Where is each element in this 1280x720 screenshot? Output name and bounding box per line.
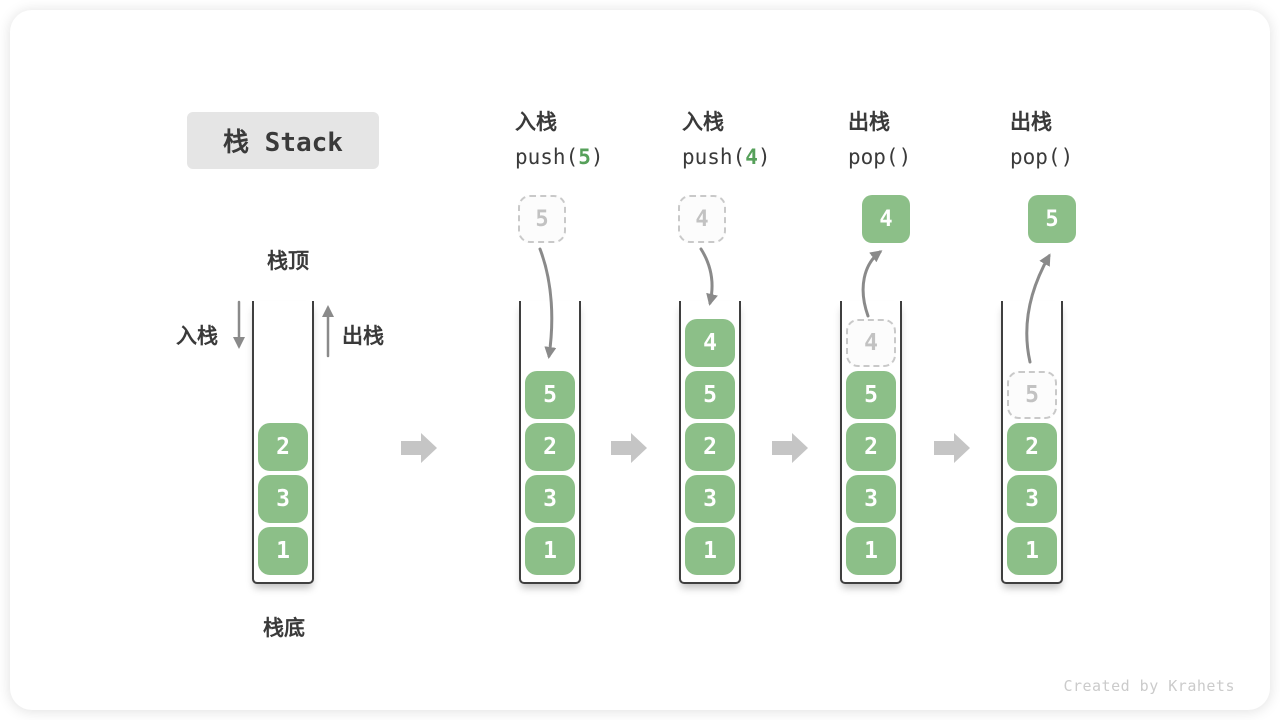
step-arrow-icon <box>934 433 970 463</box>
step-arrow-icon <box>772 433 808 463</box>
step-arrow-icon <box>401 433 437 463</box>
code-pre: push( <box>682 145 746 169</box>
step-arrow-icon <box>611 433 647 463</box>
stack-cell: 3 <box>1007 475 1057 523</box>
stack-cell: 4 <box>685 319 735 367</box>
popped-value-box-5: 5 <box>1028 195 1076 243</box>
value: 2 <box>864 434 878 460</box>
op-push-5-cn: 入栈 <box>515 110 557 134</box>
popped-value-box-4: 4 <box>862 195 910 243</box>
stack-cell: 2 <box>1007 423 1057 471</box>
op-pop-5-code: pop() <box>1010 145 1073 169</box>
value: 3 <box>276 486 290 512</box>
push-4-arrow-icon <box>699 247 718 306</box>
value: 1 <box>864 538 878 564</box>
value: 5 <box>864 382 878 408</box>
value: 2 <box>543 434 557 460</box>
op-pop-4: 出栈 pop() <box>848 106 911 169</box>
op-push-5-code: push(5) <box>515 145 604 169</box>
push-side-label: 入栈 <box>176 324 218 348</box>
value: 4 <box>703 330 717 356</box>
op-push-5: 入栈 push(5) <box>515 106 604 169</box>
watermark: Created by Krahets <box>1063 677 1235 695</box>
op-pop-5-cn: 出栈 <box>1010 110 1052 134</box>
value: 5 <box>703 382 717 408</box>
value: 2 <box>276 434 290 460</box>
op-pop-4-code: pop() <box>848 145 911 169</box>
stack-after-pop-4: 4 5 2 3 1 <box>840 301 902 584</box>
value: 3 <box>1025 486 1039 512</box>
value: 4 <box>879 206 893 232</box>
value: 1 <box>1025 538 1039 564</box>
stack-cell: 3 <box>525 475 575 523</box>
stack-cell: 3 <box>258 475 308 523</box>
value: 3 <box>543 486 557 512</box>
stack-top-label: 栈顶 <box>267 249 309 273</box>
value: 5 <box>1045 206 1059 232</box>
code-arg: 5 <box>578 145 591 169</box>
diagram-title-label: 栈 Stack <box>223 128 343 158</box>
stack-cell: 1 <box>525 527 575 575</box>
code-post: ) <box>590 145 604 169</box>
value: 4 <box>695 206 709 232</box>
pushed-value-box-4: 4 <box>678 195 726 243</box>
stack-bottom-label: 栈底 <box>263 616 305 640</box>
pop-side-label: 出栈 <box>342 324 384 348</box>
value: 1 <box>543 538 557 564</box>
stack-cell: 1 <box>258 527 308 575</box>
stack-cell: 1 <box>685 527 735 575</box>
code-post: ) <box>757 145 771 169</box>
diagram-title: 栈 Stack <box>187 112 379 169</box>
value: 3 <box>703 486 717 512</box>
stack-cell-ghost: 4 <box>846 319 896 367</box>
op-push-4-code: push(4) <box>682 145 771 169</box>
op-pop-4-cn: 出栈 <box>848 110 890 134</box>
stack-cell: 2 <box>258 423 308 471</box>
op-pop-5: 出栈 pop() <box>1010 106 1073 169</box>
pushed-value-box-5: 5 <box>518 195 566 243</box>
code-post: ) <box>1060 145 1074 169</box>
stack-after-push-4: 4 5 2 3 1 <box>679 301 741 584</box>
code-pre: push( <box>515 145 579 169</box>
value: 1 <box>276 538 290 564</box>
value: 3 <box>864 486 878 512</box>
code-arg: 4 <box>745 145 758 169</box>
value: 2 <box>1025 434 1039 460</box>
stack-cell: 5 <box>685 371 735 419</box>
stack-cell: 1 <box>1007 527 1057 575</box>
value: 5 <box>1025 382 1039 408</box>
value: 5 <box>535 206 549 232</box>
stack-cell: 3 <box>685 475 735 523</box>
code-post: ) <box>898 145 912 169</box>
value: 2 <box>703 434 717 460</box>
value: 5 <box>543 382 557 408</box>
stack-initial: 2 3 1 <box>252 301 314 584</box>
op-push-4-cn: 入栈 <box>682 110 724 134</box>
stack-cell: 2 <box>525 423 575 471</box>
stack-after-pop-5: 5 2 3 1 <box>1001 301 1063 584</box>
code-pre: pop( <box>1010 145 1061 169</box>
value: 4 <box>864 330 878 356</box>
stack-after-push-5: 5 2 3 1 <box>519 301 581 584</box>
stack-cell: 5 <box>525 371 575 419</box>
stack-cell: 2 <box>846 423 896 471</box>
value: 1 <box>703 538 717 564</box>
code-pre: pop( <box>848 145 899 169</box>
stack-cell: 5 <box>846 371 896 419</box>
stack-cell: 3 <box>846 475 896 523</box>
op-push-4: 入栈 push(4) <box>682 106 771 169</box>
stack-cell: 2 <box>685 423 735 471</box>
stack-cell: 1 <box>846 527 896 575</box>
stack-cell-ghost: 5 <box>1007 371 1057 419</box>
